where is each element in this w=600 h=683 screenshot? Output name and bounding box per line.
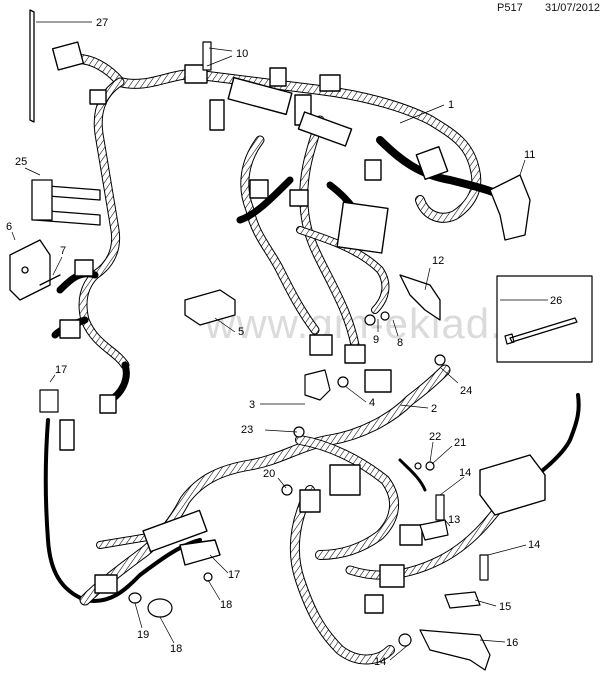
- callout-14a: 14: [459, 467, 471, 479]
- callout-8: 8: [397, 337, 403, 349]
- upper-connectors: [51, 41, 449, 414]
- bracket-27: [31, 179, 101, 226]
- callout-6: 6: [6, 221, 12, 233]
- page-code: P517: [497, 2, 523, 14]
- callout-25: 23: [241, 424, 253, 436]
- inset-frame: [496, 275, 593, 363]
- callout-21: 19: [137, 629, 149, 641]
- callout-5: 5: [238, 326, 244, 338]
- callout-23: 21: [454, 437, 466, 449]
- callout-27: 25: [15, 156, 27, 168]
- callout-12: 12: [432, 255, 444, 267]
- lower-connectors: [59, 419, 546, 614]
- bracket-11: [489, 174, 531, 241]
- callout-15: 15: [499, 601, 511, 613]
- lower-harness: [43, 364, 581, 665]
- callout-14b: 14: [528, 539, 540, 551]
- callout-18: 18: [220, 599, 232, 611]
- callout-26: 24: [460, 385, 472, 397]
- callout-2: 2: [431, 403, 437, 415]
- cable-tie-28: [504, 317, 578, 345]
- page-date: 31/07/2012: [545, 2, 600, 14]
- bracket-3: [304, 369, 331, 401]
- callout-19: 17: [55, 364, 67, 376]
- callout-3: 3: [249, 399, 255, 411]
- callout-16: 16: [506, 637, 518, 649]
- leader-lines: [11, 21, 548, 661]
- cable-tie-29: [29, 9, 35, 123]
- bracket-12: [399, 274, 441, 321]
- callout-14c: 14: [374, 656, 386, 668]
- bracket-5: [184, 289, 236, 326]
- clip-19: [39, 389, 59, 413]
- callout-24: 22: [429, 431, 441, 443]
- callout-29: 27: [96, 17, 108, 29]
- callout-22: 20: [263, 468, 275, 480]
- callout-7: 7: [60, 245, 66, 257]
- nut-8: [380, 311, 390, 321]
- callout-10: 10: [236, 48, 248, 60]
- callout-1: 1: [448, 99, 454, 111]
- bolt-4: [337, 376, 349, 388]
- callouts: 27 10 1 11 25 6 7 12 26 5 9 8 17 24 3 4 …: [6, 17, 562, 668]
- callout-28: 26: [550, 295, 562, 307]
- callout-9: 9: [373, 334, 379, 346]
- callout-11: 11: [524, 149, 535, 161]
- bolt-10: [202, 41, 212, 71]
- callout-13: 13: [448, 514, 460, 526]
- callout-17: 17: [228, 569, 240, 581]
- bolt-9: [364, 314, 376, 326]
- callout-4: 4: [369, 397, 375, 409]
- callout-20: 18: [170, 643, 182, 655]
- bracket-6: [9, 239, 61, 301]
